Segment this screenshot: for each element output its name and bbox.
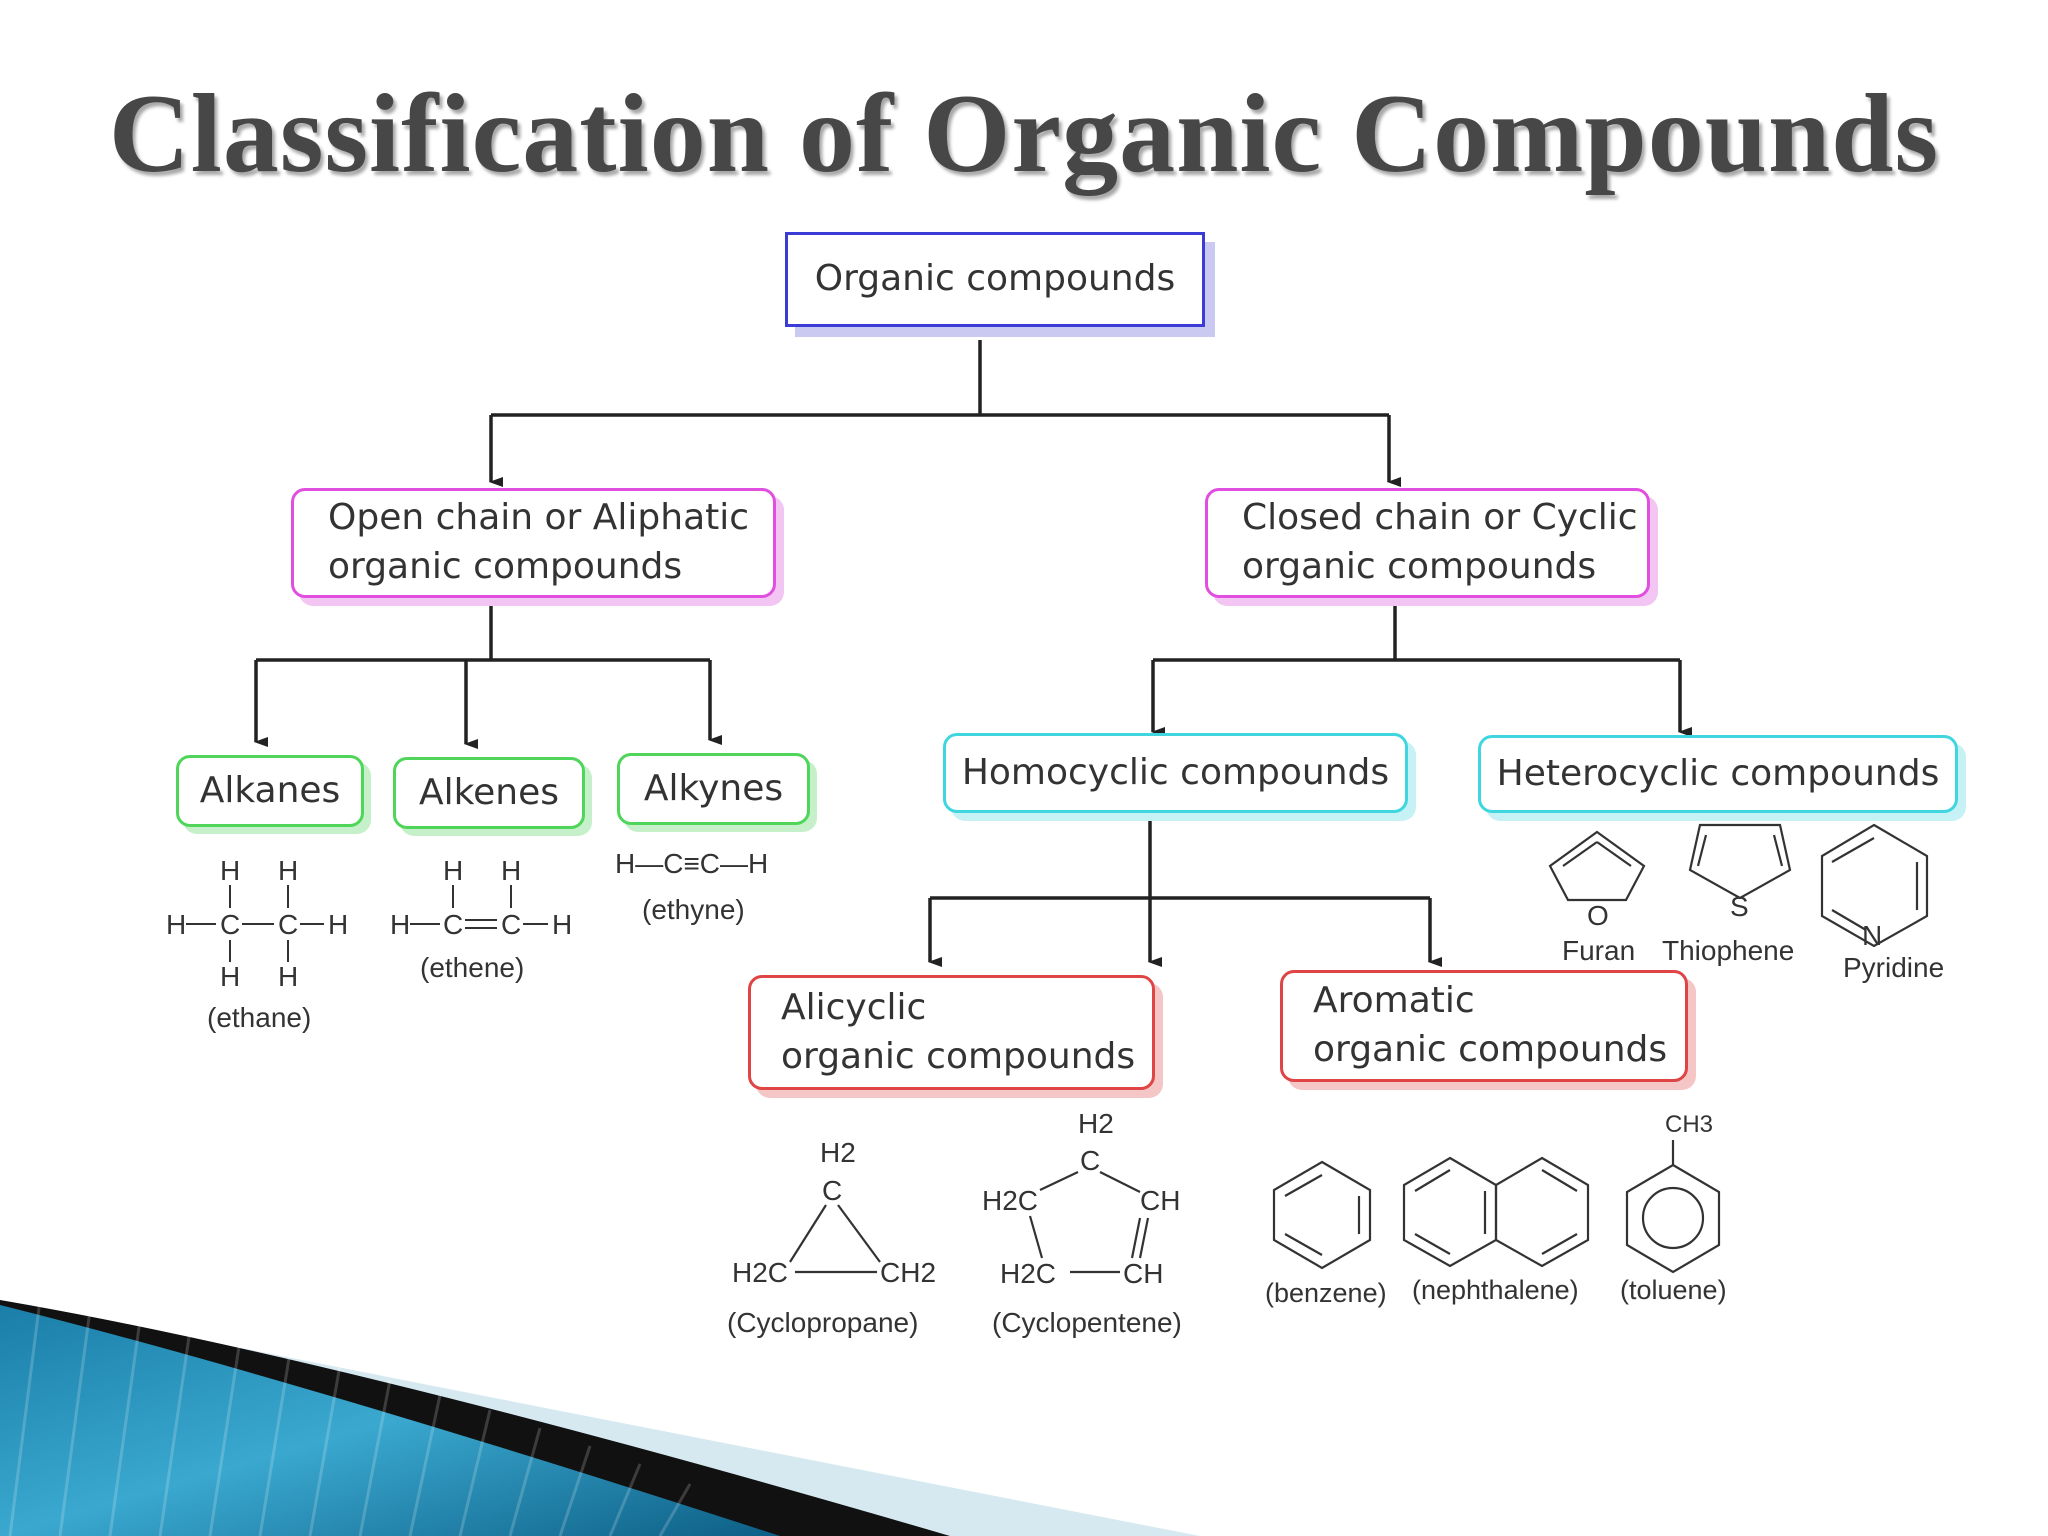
node-label-line: organic compounds [328,546,683,587]
node-label-line: organic compounds [781,1035,1136,1077]
node-label-line: Closed chain or Cyclic [1242,497,1638,539]
svg-text:S: S [1730,891,1749,922]
toluene-label: (toluene) [1620,1275,1727,1305]
svg-text:H: H [552,909,572,940]
node-homocyclic: Homocyclic compounds [943,733,1408,813]
naphthalene-structure [1402,1156,1590,1268]
svg-text:H2: H2 [1078,1108,1114,1139]
furan-label: Furan [1562,935,1636,966]
node-label: Aromatic organic compounds [1313,977,1667,1074]
pyridine-structure: N [1820,823,1929,951]
ethene-label: (ethene) [420,952,525,983]
cyclopentene-label: (Cyclopentene) [992,1307,1182,1338]
svg-text:H: H [220,855,240,886]
node-organic-compounds: Organic compounds [785,232,1205,327]
node-alkynes: Alkynes [617,753,810,825]
svg-text:C: C [501,909,521,940]
node-label-line: Open chain or Aliphatic [328,497,750,539]
svg-text:CH: CH [1140,1185,1180,1216]
cyclopropane-structure: H2 C H2C CH2 [732,1137,936,1288]
node-label: Organic compounds [814,258,1176,300]
svg-text:H: H [443,855,463,886]
benzene-label: (benzene) [1265,1278,1387,1308]
svg-text:H: H [166,909,186,940]
node-label-line: Aromatic [1313,980,1475,1022]
svg-text:CH3: CH3 [1665,1111,1713,1138]
thiophene-structure: S [1688,823,1792,922]
node-label: Alkynes [643,767,784,809]
svg-text:CH2: CH2 [880,1257,936,1288]
svg-text:H: H [328,909,348,940]
svg-text:C: C [443,909,463,940]
thiophene-label: Thiophene [1662,935,1795,966]
svg-text:CH: CH [1123,1258,1163,1289]
node-heterocyclic: Heterocyclic compounds [1478,735,1958,813]
svg-text:C: C [1080,1145,1100,1176]
svg-text:H: H [278,961,298,992]
node-alkenes: Alkenes [393,757,585,829]
furan-structure: O [1548,830,1646,931]
svg-text:H2: H2 [820,1137,856,1168]
ethane-label: (ethane) [207,1002,312,1033]
ethyne-label: (ethyne) [642,894,745,925]
svg-text:H2C: H2C [982,1185,1038,1216]
node-label: Alkenes [418,771,560,813]
svg-text:C: C [220,909,240,940]
node-label-line: Alicyclic [781,986,927,1028]
node-alicyclic: Alicyclic organic compounds [748,975,1155,1090]
benzene-structure [1272,1160,1372,1270]
pyridine-label: Pyridine [1843,952,1945,983]
svg-text:C: C [278,909,298,940]
node-alkanes: Alkanes [176,755,364,827]
cyclopropane-label: (Cyclopropane) [727,1307,919,1338]
svg-text:H2C: H2C [732,1257,788,1288]
node-aromatic: Aromatic organic compounds [1280,970,1688,1082]
toluene-structure: CH3 [1625,1111,1721,1274]
node-closed-chain: Closed chain or Cyclic organic compounds [1205,488,1650,598]
node-label-line: organic compounds [1242,546,1597,587]
node-label: Closed chain or Cyclic organic compounds [1242,494,1638,591]
node-open-chain: Open chain or Aliphatic organic compound… [291,488,776,598]
node-label: Heterocyclic compounds [1496,752,1940,794]
node-label: Alicyclic organic compounds [781,984,1135,1081]
svg-text:H: H [501,855,521,886]
svg-text:H2C: H2C [1000,1258,1056,1289]
node-label: Alkanes [199,769,341,811]
svg-text:O: O [1587,900,1609,931]
node-label: Open chain or Aliphatic organic compound… [328,494,749,591]
ethane-structure: H H H C C H H H [166,855,348,992]
svg-text:H: H [220,961,240,992]
naphthalene-label: (nephthalene) [1412,1275,1579,1305]
svg-text:H: H [278,855,298,886]
svg-text:H: H [390,909,410,940]
ethene-structure: H H H C C H [390,855,572,940]
cyclopentene-structure: H2 C H2C CH H2C CH [982,1108,1180,1289]
ethyne-formula: H—C≡C—H [615,848,769,879]
slide-title: Classification of Organic Compounds [108,72,1940,196]
svg-text:C: C [822,1175,842,1206]
node-label-line: organic compounds [1313,1029,1668,1070]
svg-text:N: N [1862,920,1882,951]
node-label: Homocyclic compounds [961,751,1390,793]
